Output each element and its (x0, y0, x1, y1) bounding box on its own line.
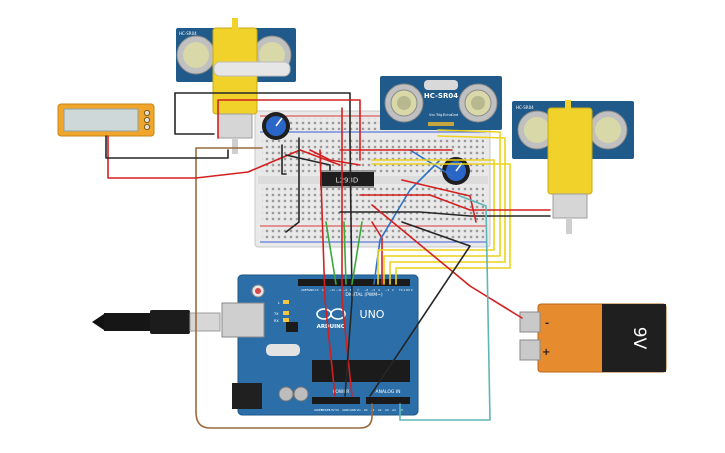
power-pin-label: A3 (385, 408, 389, 412)
power-pin-label: IOREF (314, 408, 323, 412)
wire-teal[interactable] (399, 195, 491, 421)
battery-9v[interactable]: - + 9V (519, 303, 667, 373)
wire-black[interactable] (281, 144, 287, 175)
digital-pin-label: TX 1 (398, 288, 406, 292)
wire-yellow[interactable] (371, 159, 495, 285)
wire-red[interactable] (107, 135, 301, 179)
power-pin-label: GND (350, 408, 356, 412)
wire-green[interactable] (325, 221, 337, 285)
wire-red[interactable] (319, 149, 336, 397)
digital-pin-label: ~9 (343, 288, 347, 292)
pin-label: Vcc (429, 113, 435, 117)
digital-pin-label: ~3 (385, 288, 389, 292)
wire-red[interactable] (299, 149, 341, 166)
wire-red[interactable] (371, 204, 523, 319)
digital-pin-label: ~10 (336, 288, 342, 292)
digital-pin-label: AREF (301, 288, 309, 292)
power-pin-label: Vin (357, 408, 362, 412)
arduino-uno-board[interactable]: ARDUINO UNO DIGITAL (PWM~) POWER ANALOG … (221, 274, 419, 416)
arduino-logo-text: ARDUINO (317, 324, 346, 330)
potentiometer-right[interactable] (442, 157, 470, 185)
power-pin-label: GND (342, 408, 348, 412)
tx-led-label: TX (273, 312, 279, 316)
digital-pin-label: RX 0 (406, 288, 413, 292)
power-pin-label: 3.3V (328, 408, 334, 412)
digital-pin-label: 7 (357, 288, 359, 292)
sensor-left-label: HC-SR04 (179, 31, 197, 36)
digital-pin-label: GND (308, 288, 314, 292)
digital-pin-label: ~5 (371, 288, 375, 292)
wire-blue[interactable] (373, 159, 441, 285)
wire-green[interactable] (351, 221, 363, 285)
wire-red[interactable] (341, 107, 353, 397)
l293d-chip[interactable]: L293D (320, 170, 374, 188)
pin-label: Trig (435, 113, 442, 117)
wire-red[interactable] (217, 99, 361, 161)
wire-yellow[interactable] (371, 163, 511, 285)
analog-header-label: ANALOG IN (375, 389, 400, 395)
ultrasonic-sensor-center[interactable]: HC-SR04 Vcc Trig Echo Gnd (380, 76, 502, 130)
pin-label: Echo (443, 113, 452, 117)
sensor-right-label: HC-SR04 (516, 105, 534, 110)
digital-pin-label: 8 (350, 288, 352, 292)
wire-blue[interactable] (409, 149, 453, 177)
power-pin-label: A5 (399, 408, 403, 412)
digital-pin-label: 13 (315, 288, 319, 292)
power-pin-label: A2 (378, 408, 382, 412)
usb-cable (92, 310, 221, 334)
digital-pin-label: ~6 (364, 288, 368, 292)
wire-brown[interactable] (195, 147, 263, 413)
wire-yellow[interactable] (383, 129, 501, 285)
pin-label: Gnd (451, 113, 458, 117)
wire-black[interactable] (344, 139, 353, 397)
wire-black[interactable] (174, 92, 351, 141)
dc-motor-right[interactable] (547, 100, 593, 234)
wire-red[interactable] (359, 194, 551, 211)
digital-pin-label: 2 (392, 288, 394, 292)
wire-black[interactable] (105, 135, 229, 159)
wire-black[interactable] (285, 154, 331, 171)
power-pin-label: A0 (364, 408, 368, 412)
wire-yellow[interactable] (389, 135, 506, 285)
lcd-display-module[interactable] (57, 103, 155, 137)
chip-label: L293D (336, 177, 359, 185)
wire-black[interactable] (369, 221, 471, 397)
wire-brown[interactable] (195, 403, 373, 429)
wire-black[interactable] (174, 92, 215, 135)
battery-voltage-label: 9V (629, 327, 649, 350)
arduino-model: UNO (360, 308, 385, 321)
arduino-logo-icon (316, 308, 346, 320)
wire-green[interactable] (343, 221, 347, 285)
power-pin-label: RESET (321, 408, 330, 412)
potentiometer-left[interactable] (262, 112, 290, 140)
digital-header-label: DIGITAL (PWM~) (345, 292, 383, 298)
wire-black[interactable] (285, 137, 300, 233)
digital-pin-label: ~11 (329, 288, 335, 292)
power-header-label: POWER (333, 389, 350, 395)
l-led-label: L (278, 301, 280, 305)
rx-led-label: RX (274, 319, 279, 323)
sensor-center-label: HC-SR04 (424, 92, 458, 100)
power-pin-label: 5V (335, 408, 339, 412)
power-pin-label: A4 (392, 408, 396, 412)
battery-minus-label: - (545, 318, 549, 329)
digital-pin-label: 4 (378, 288, 380, 292)
wires (105, 92, 551, 429)
wire-red[interactable] (401, 179, 477, 223)
battery-plus-label: + (542, 347, 550, 358)
